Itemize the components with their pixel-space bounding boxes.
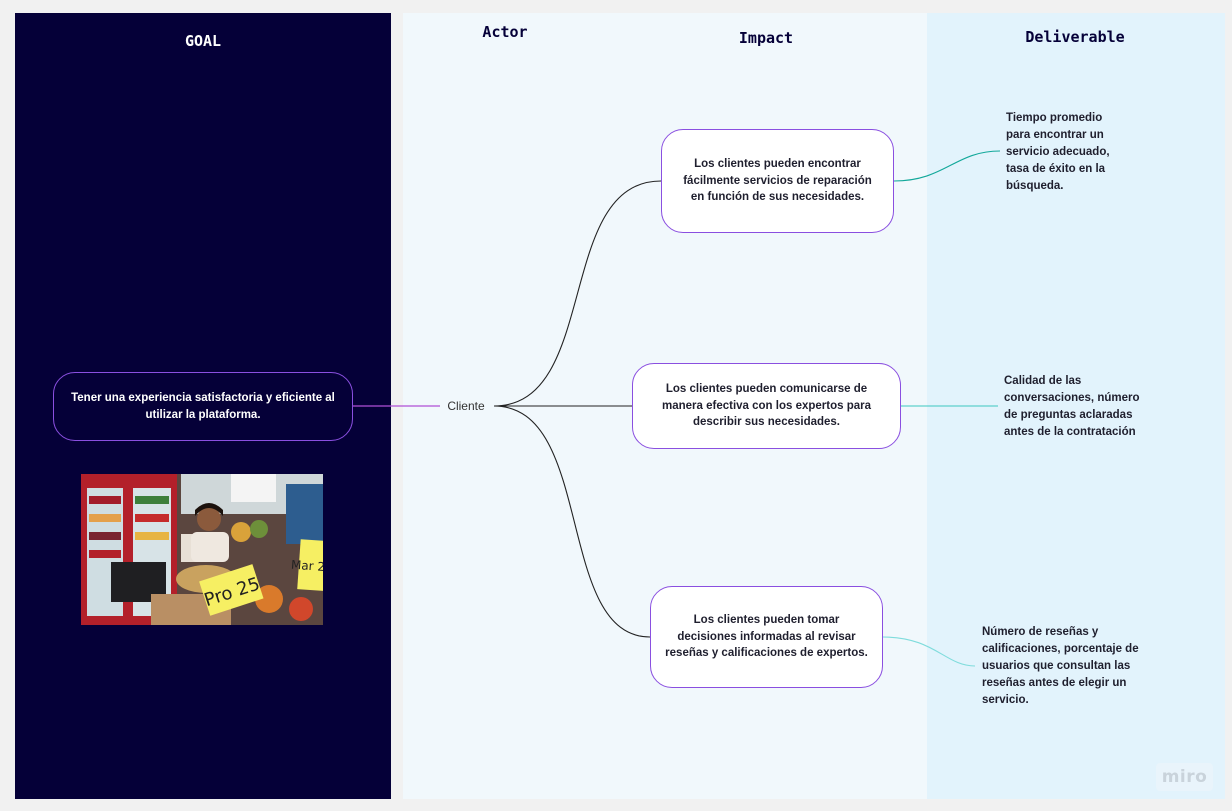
miro-logo: miro <box>1156 763 1213 791</box>
price-sign-text: Mar 20 <box>291 558 323 575</box>
impact-node-1[interactable]: Los clientes pueden encontrar fácilmente… <box>661 129 894 233</box>
deliverable-text-3[interactable]: Número de reseñas y calificaciones, porc… <box>982 626 1139 707</box>
impact-node-2[interactable]: Los clientes pueden comunicarse de maner… <box>632 363 901 449</box>
impact-node-text: Los clientes pueden tomar decisiones inf… <box>665 613 868 660</box>
market-vendor-photo[interactable]: Pro 25 Mar 20 <box>81 474 323 625</box>
actor-node[interactable]: Cliente <box>440 397 492 415</box>
market-vendor-illustration: Pro 25 Mar 20 <box>81 474 323 625</box>
impact-node-text: Los clientes pueden comunicarse de maner… <box>661 382 871 429</box>
goal-node-text: Tener una experiencia satisfactoria y ef… <box>71 391 335 421</box>
deliverable-text-1[interactable]: Tiempo promedio para encontrar un servic… <box>1006 112 1110 193</box>
impact-column-header: Impact <box>738 29 794 47</box>
deliverable-column-header: Deliverable <box>1025 28 1125 46</box>
goal-node[interactable]: Tener una experiencia satisfactoria y ef… <box>53 372 353 441</box>
actor-column-header: Actor <box>482 23 528 41</box>
impact-node-text: Los clientes pueden encontrar fácilmente… <box>683 157 872 204</box>
impact-node-3[interactable]: Los clientes pueden tomar decisiones inf… <box>650 586 883 688</box>
deliverable-text-2[interactable]: Calidad de las conversaciones, número de… <box>1004 375 1140 439</box>
goal-column-header: GOAL <box>184 32 222 50</box>
